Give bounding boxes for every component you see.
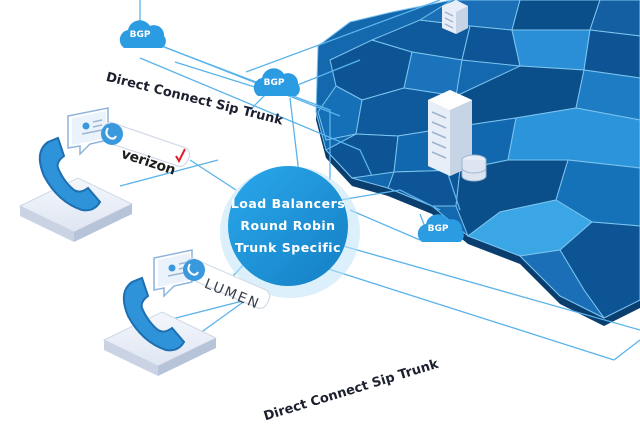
server-icon-small xyxy=(442,0,468,34)
database-icon xyxy=(461,154,487,182)
bgp-cloud-3 xyxy=(417,214,464,242)
chat-bubble-icon xyxy=(153,249,193,298)
hub-label-load-balancers: Load Balancers xyxy=(230,196,346,211)
phone-pad-top xyxy=(18,177,134,242)
bgp-label: BGP xyxy=(129,30,151,40)
load-balancer-hub xyxy=(220,166,360,298)
chat-bubble-icon xyxy=(67,107,109,156)
hub-label-round-robin: Round Robin xyxy=(240,218,336,233)
phone-icon xyxy=(38,136,102,212)
verizon-check-icon xyxy=(175,148,186,164)
bgp-cloud-2 xyxy=(253,68,300,96)
bgp-cloud-1 xyxy=(119,20,166,48)
bgp-label: BGP xyxy=(263,78,285,88)
lumen-badge xyxy=(183,257,271,309)
server-icon xyxy=(428,90,472,176)
phone-icon xyxy=(122,276,186,352)
us-map xyxy=(315,0,640,326)
hub-label-trunk-specific: Trunk Specific xyxy=(234,240,342,255)
verizon-badge xyxy=(101,121,191,167)
bgp-label: BGP xyxy=(427,224,449,234)
